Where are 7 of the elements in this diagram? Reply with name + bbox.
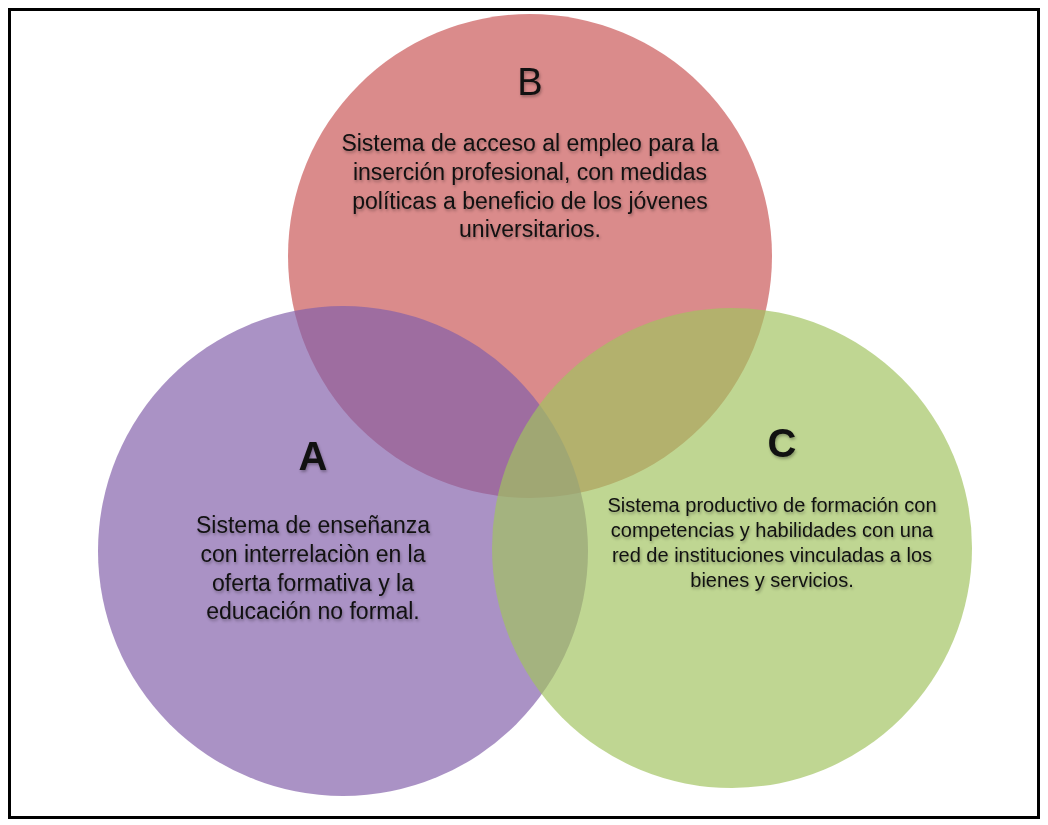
set-letter: C	[766, 420, 798, 467]
set-letter: A	[297, 433, 329, 480]
set-description: Sistema de acceso al empleo para la inserción profesional, con medidas políticas a beneficio de los jóvenes universitarios.	[340, 129, 720, 244]
set-letter: B	[516, 60, 544, 105]
set-description: Sistema productivo de formación con competencias y habilidades con una red de instituciones vinculadas a los bienes y servicios.	[607, 493, 937, 593]
set-circle	[492, 308, 972, 788]
set-description: Sistema de enseñanza con interrelaciòn en la oferta formativa y la educación no formal.	[195, 511, 431, 626]
